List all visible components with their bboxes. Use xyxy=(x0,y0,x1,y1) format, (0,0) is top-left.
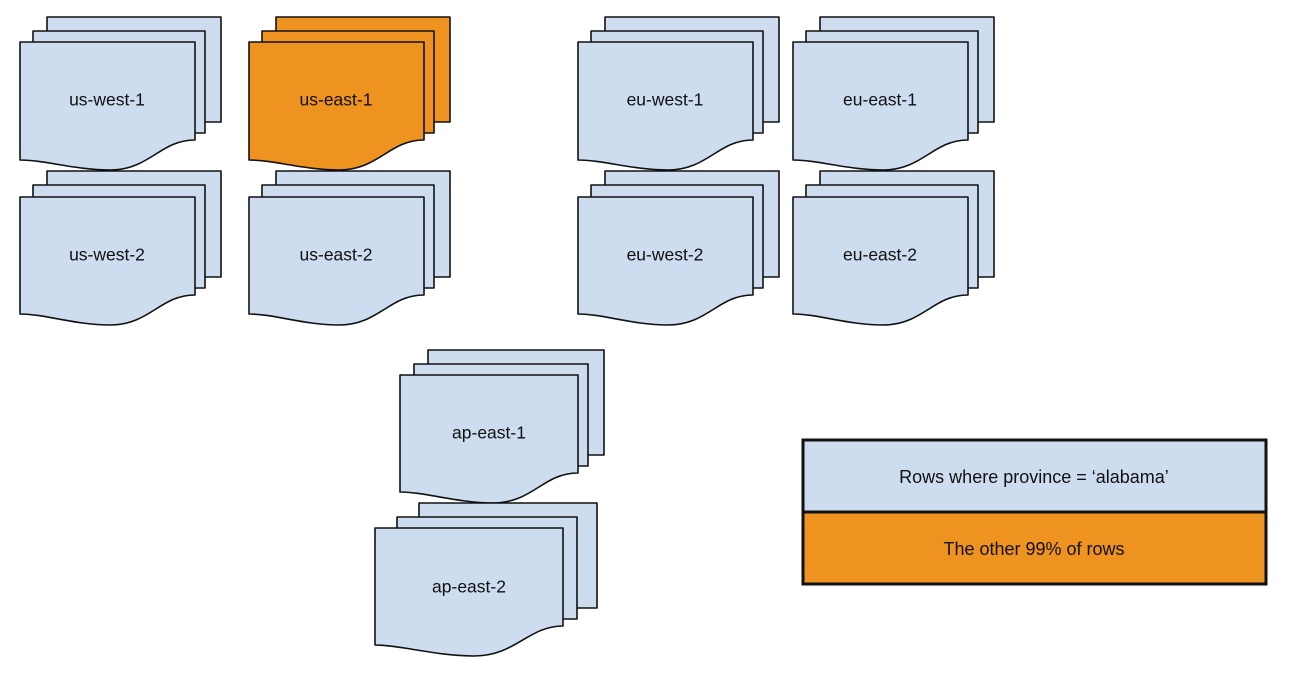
sheet-front xyxy=(792,196,969,326)
stack-eu-east-2[interactable]: eu-east-2 xyxy=(792,170,995,326)
sheet-front xyxy=(374,527,564,657)
stack-eu-east-1[interactable]: eu-east-1 xyxy=(792,16,995,171)
legend-swatch-orange xyxy=(801,510,1268,586)
legend-row-orange: The other 99% of rows xyxy=(801,510,1268,586)
legend: Rows where province = ‘alabama’ The othe… xyxy=(801,438,1268,586)
legend-swatch-blue xyxy=(801,438,1268,514)
sheet-front xyxy=(577,41,754,171)
stack-ap-east-2[interactable]: ap-east-2 xyxy=(374,502,598,657)
sheet-front xyxy=(19,41,196,171)
sheet-front xyxy=(399,374,579,504)
stack-ap-east-1[interactable]: ap-east-1 xyxy=(399,349,605,504)
stack-us-east-1[interactable]: us-east-1 xyxy=(248,16,451,171)
stack-us-east-2[interactable]: us-east-2 xyxy=(248,170,451,326)
stack-us-west-1[interactable]: us-west-1 xyxy=(19,16,222,171)
sheet-front xyxy=(248,41,425,171)
sheet-front xyxy=(248,196,425,326)
legend-row-blue: Rows where province = ‘alabama’ xyxy=(801,438,1268,514)
sheet-front xyxy=(577,196,754,326)
stack-eu-west-1[interactable]: eu-west-1 xyxy=(577,16,780,171)
stack-us-west-2[interactable]: us-west-2 xyxy=(19,170,222,326)
stack-eu-west-2[interactable]: eu-west-2 xyxy=(577,170,780,326)
sheet-front xyxy=(19,196,196,326)
sheet-front xyxy=(792,41,969,171)
